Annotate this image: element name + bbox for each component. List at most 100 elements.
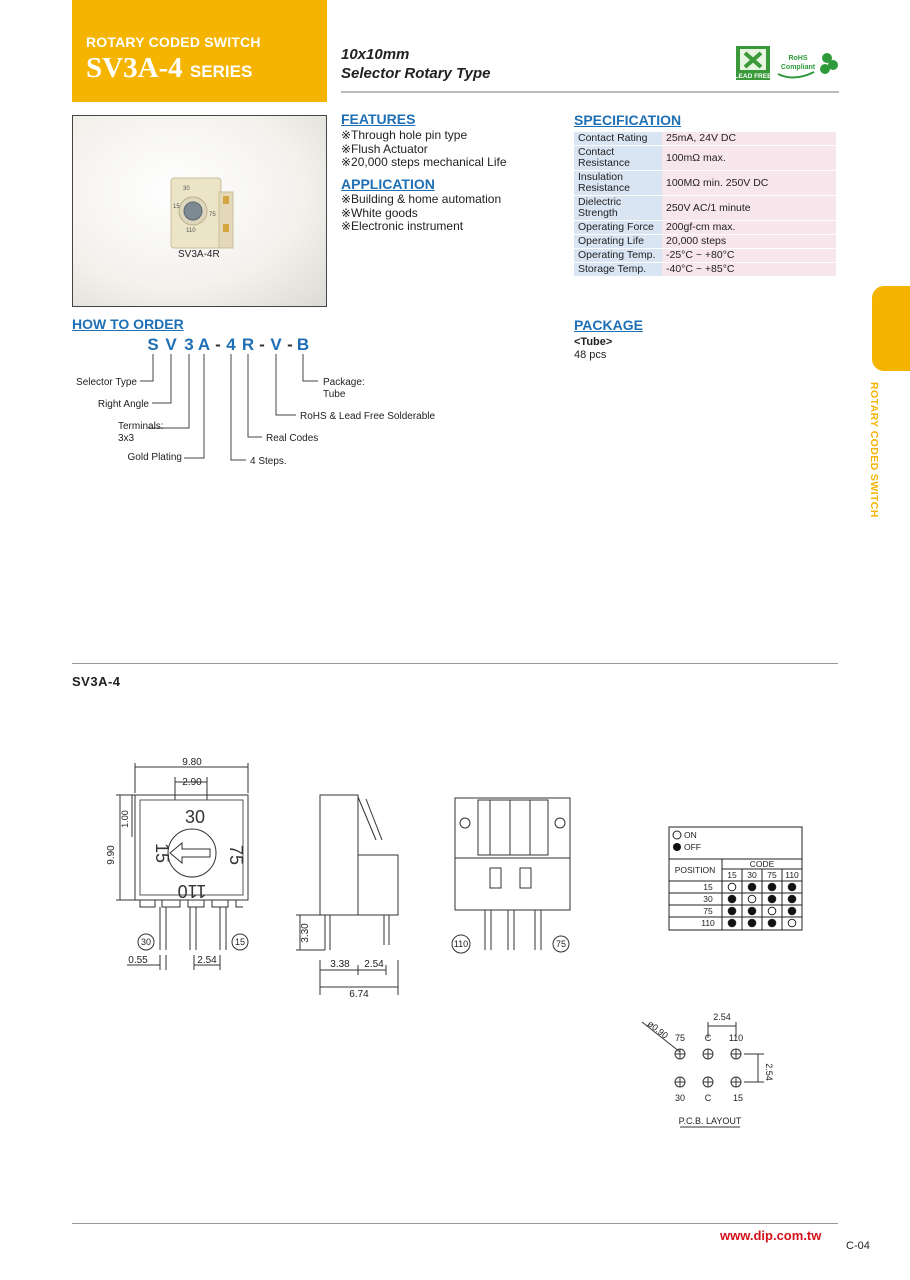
- off-legend-icon: [673, 843, 681, 851]
- order-label-terminals: Terminals:: [118, 421, 164, 432]
- section-divider: [72, 663, 838, 664]
- specification-title: SPECIFICATION: [574, 112, 682, 128]
- code-header: CODE: [750, 859, 775, 869]
- pcb-hole: [702, 1076, 714, 1088]
- dim-side-b: 2.54: [364, 959, 384, 970]
- application-title: APPLICATION: [341, 176, 435, 192]
- application-item: ※Electronic instrument: [341, 219, 464, 233]
- spec-value: 100mΩ max.: [662, 146, 836, 170]
- legend-on: ON: [684, 830, 697, 840]
- package-type: <Tube>: [574, 336, 613, 348]
- spec-key: Dielectric Strength: [574, 196, 662, 220]
- spec-value: 25mA, 24V DC: [662, 132, 836, 145]
- pcb-hole-size: ø0.90: [646, 1019, 670, 1041]
- lead-free-text: LEAD FREE: [735, 73, 773, 80]
- code-char: -: [287, 335, 293, 354]
- footer-url[interactable]: www.dip.com.tw: [720, 1228, 822, 1243]
- code-off-dot: [787, 894, 797, 904]
- pin-label-110: 110: [454, 939, 468, 949]
- spec-key: Operating Temp.: [574, 249, 662, 262]
- svg-text:Compliant: Compliant: [781, 64, 816, 71]
- pcb-layout: 2.54 2.54 ø0.90 75 C 110 30 C 15 P.C.B. …: [641, 1012, 774, 1128]
- code-row-position: 75: [703, 906, 713, 916]
- code-off-dot: [767, 882, 777, 892]
- dim-pin-length: 3.30: [300, 923, 311, 943]
- section2-title: SV3A-4: [72, 674, 121, 689]
- pcb-hole: [674, 1048, 686, 1060]
- dim-side-total: 6.74: [349, 989, 369, 1000]
- code-char: 3: [184, 335, 193, 354]
- side-label-text: ROTARY CODED SWITCH: [868, 382, 880, 518]
- pcb-top-110: 110: [729, 1033, 743, 1043]
- order-label-right-angle: Right Angle: [98, 399, 150, 410]
- pcb-pitch-h: 2.54: [713, 1012, 731, 1022]
- back-view-drawing: 110 75: [451, 797, 571, 954]
- size-text: 10x10mm: [341, 46, 410, 63]
- pcb-caption: P.C.B. LAYOUT: [679, 1116, 742, 1126]
- code-col-header: 30: [747, 870, 757, 880]
- code-off-dot: [727, 918, 737, 928]
- pcb-top-75: 75: [675, 1033, 685, 1043]
- pcb-hole: [730, 1048, 742, 1060]
- dim-top: 1.00: [120, 810, 130, 828]
- pcb-pitch-v: 2.54: [764, 1063, 774, 1081]
- pin-label-30: 30: [141, 937, 151, 947]
- switch-photo-illustration: 30 15 75 110: [170, 177, 234, 249]
- dim-pitch: 2.54: [197, 955, 217, 966]
- features-list: ※Through hole pin type ※Flush Actuator ※…: [341, 128, 507, 170]
- spec-key: Operating Life: [574, 235, 662, 248]
- code-off-dot: [747, 906, 757, 916]
- rohs-icon: RoHS Compliant: [777, 53, 838, 79]
- code-off-dot: [787, 906, 797, 916]
- photo-dial-30: 30: [183, 186, 190, 192]
- type-text: Selector Rotary Type: [341, 65, 491, 82]
- pin-label-15: 15: [235, 937, 245, 947]
- dial-label-30: 30: [185, 807, 205, 827]
- order-label-terminals-value: 3x3: [118, 433, 135, 444]
- front-view-drawing: 9.80 2.90 1.00 9.90 0.55 2.54 30 15 75 1…: [106, 757, 249, 970]
- side-label: ROTARY CODED SWITCH: [864, 382, 886, 532]
- code-row-position: 110: [701, 918, 715, 928]
- spec-value: -25°C ~ +80°C: [662, 249, 836, 262]
- photo-dial-110: 110: [186, 228, 196, 234]
- code-char: V: [165, 335, 177, 354]
- application-item: ※Building & home automation: [341, 192, 502, 206]
- lead-free-icon: LEAD FREE: [735, 46, 773, 80]
- order-label-rohs: RoHS & Lead Free Solderable: [300, 411, 436, 422]
- spec-key: Operating Force: [574, 221, 662, 234]
- header-category: ROTARY CODED SWITCH: [86, 34, 261, 50]
- pcb-hole: [674, 1076, 686, 1088]
- code-off-dot: [747, 882, 757, 892]
- feature-item: ※20,000 steps mechanical Life: [341, 155, 507, 169]
- header-banner: [72, 0, 327, 102]
- legend-off: OFF: [684, 842, 701, 852]
- code-off-dot: [727, 894, 737, 904]
- spec-key: Contact Rating: [574, 132, 662, 145]
- spec-value: 250V AC/1 minute: [662, 196, 836, 220]
- pcb-hole: [702, 1048, 714, 1060]
- dim-width: 9.80: [182, 757, 202, 768]
- order-label-package-value: Tube: [323, 389, 346, 400]
- order-label-package: Package:: [323, 377, 365, 388]
- model-name: SV3A-4: [86, 52, 183, 84]
- photo-dial-15: 15: [173, 204, 180, 210]
- code-char: -: [259, 335, 265, 354]
- footer-rule: [72, 1223, 838, 1224]
- pcb-bottom-15: 15: [733, 1093, 743, 1103]
- compliance-badges: LEAD FREE RoHS Compliant: [735, 46, 838, 80]
- spec-value: 100MΩ min. 250V DC: [662, 171, 836, 195]
- pcb-top-c: C: [705, 1033, 712, 1043]
- dim-height: 9.90: [106, 845, 117, 865]
- page-number: C-04: [846, 1240, 870, 1252]
- package-qty: 48 pcs: [574, 349, 607, 361]
- spec-key: Storage Temp.: [574, 263, 662, 276]
- code-on-dot: [767, 906, 777, 916]
- order-label-gold: Gold Plating: [128, 452, 182, 463]
- pcb-bottom-30: 30: [675, 1093, 685, 1103]
- side-tab: [872, 286, 910, 371]
